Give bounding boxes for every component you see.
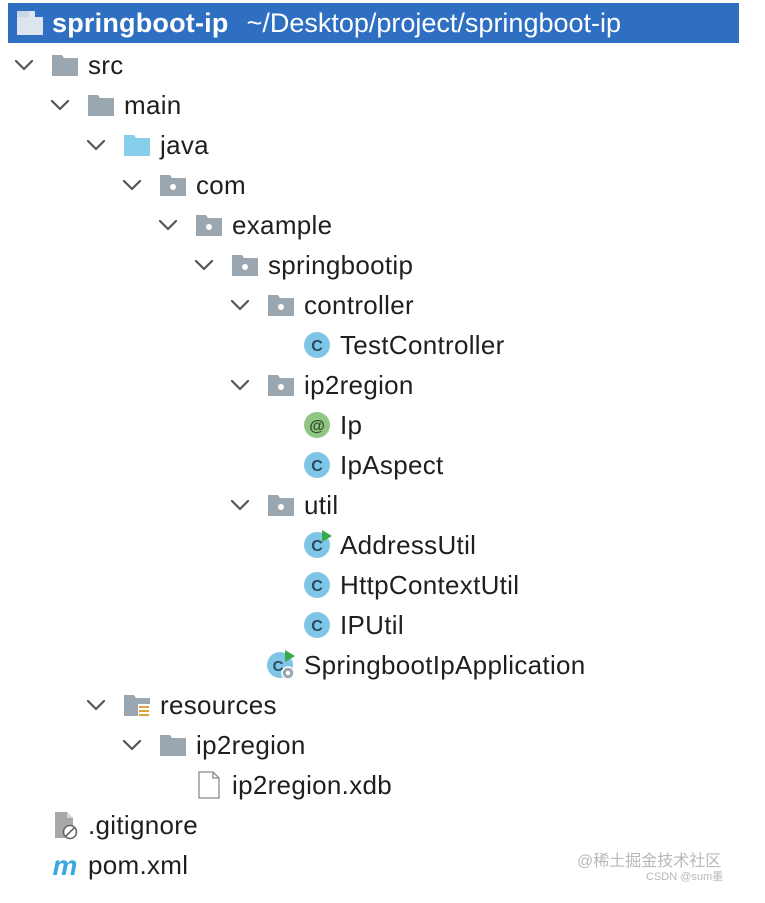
svg-text:C: C: [273, 658, 284, 675]
chevron-down-icon[interactable]: [84, 693, 108, 717]
tree-row[interactable]: C SpringbootIpApplication: [0, 645, 740, 685]
chevron-down-icon[interactable]: [12, 53, 36, 77]
svg-text:C: C: [311, 538, 323, 555]
tree-row[interactable]: controller: [0, 285, 740, 325]
tree-item-label: .gitignore: [88, 810, 198, 840]
tree-row[interactable]: resources: [0, 685, 740, 725]
chevron-down-icon[interactable]: [156, 213, 180, 237]
package-icon: [266, 370, 296, 400]
tree-row[interactable]: src: [0, 45, 740, 85]
tree-row[interactable]: C TestController: [0, 325, 740, 365]
svg-text:C: C: [311, 458, 323, 475]
tree-item-label: util: [304, 490, 339, 520]
class-icon: C: [302, 610, 332, 640]
tree-item-label: IpAspect: [340, 450, 444, 480]
tree-row[interactable]: springbootip: [0, 245, 740, 285]
svg-text:C: C: [311, 338, 323, 355]
tree-item-label: SpringbootIpApplication: [304, 650, 586, 680]
tree-row[interactable]: ip2region: [0, 725, 740, 765]
tree-item-label: com: [196, 170, 247, 200]
maven-icon: m: [50, 850, 80, 881]
package-icon: [230, 250, 260, 280]
tree-row[interactable]: @ Ip: [0, 405, 740, 445]
class-icon: C: [302, 450, 332, 480]
package-icon: [194, 210, 224, 240]
tree-row[interactable]: C HttpContextUtil: [0, 565, 740, 605]
svg-text:@: @: [309, 418, 325, 435]
tree-item-label: IPUtil: [340, 610, 404, 640]
tree-item-label: springbootip: [268, 250, 414, 280]
chevron-down-icon[interactable]: [120, 733, 144, 757]
chevron-down-icon[interactable]: [228, 493, 252, 517]
source-folder-icon: [122, 130, 152, 160]
tree-row[interactable]: main: [0, 85, 740, 125]
package-icon: [158, 170, 188, 200]
tree-item-label: ip2region: [304, 370, 414, 400]
runnable-class-icon: C: [302, 530, 332, 560]
tree-item-label: ip2region.xdb: [232, 770, 393, 800]
tree-row[interactable]: C IpAspect: [0, 445, 740, 485]
folder-icon: [50, 50, 80, 80]
spring-boot-application-icon: C: [266, 650, 296, 680]
project-path: ~/Desktop/project/springboot-ip: [246, 7, 622, 38]
tree-row[interactable]: .gitignore: [0, 805, 740, 845]
chevron-down-icon[interactable]: [228, 293, 252, 317]
tree-item-label: pom.xml: [88, 850, 189, 880]
chevron-down-icon[interactable]: [84, 133, 108, 157]
tree-row[interactable]: util: [0, 485, 740, 525]
tree-item-label: java: [160, 130, 209, 160]
project-name: springboot-ip: [52, 7, 229, 38]
project-header[interactable]: springboot-ip ~/Desktop/project/springbo…: [8, 3, 739, 43]
tree-item-label: AddressUtil: [340, 530, 477, 560]
tree-item-label: src: [88, 50, 124, 80]
chevron-down-icon[interactable]: [192, 253, 216, 277]
tree-row[interactable]: example: [0, 205, 740, 245]
svg-text:C: C: [311, 578, 323, 595]
class-icon: C: [302, 570, 332, 600]
ignored-file-icon: [50, 810, 80, 840]
file-icon: [194, 770, 224, 800]
tree-row[interactable]: C IPUtil: [0, 605, 740, 645]
tree-item-label: Ip: [340, 410, 363, 440]
tree-row[interactable]: ip2region: [0, 365, 740, 405]
annotation-icon: @: [302, 410, 332, 440]
tree-item-label: controller: [304, 290, 414, 320]
class-icon: C: [302, 330, 332, 360]
svg-text:m: m: [53, 850, 78, 880]
package-icon: [266, 490, 296, 520]
tree-item-label: HttpContextUtil: [340, 570, 520, 600]
folder-icon: [158, 730, 188, 760]
folder-icon: [86, 90, 116, 120]
package-icon: [266, 290, 296, 320]
tree-row[interactable]: com: [0, 165, 740, 205]
tree-item-label: TestController: [340, 330, 505, 360]
chevron-down-icon[interactable]: [228, 373, 252, 397]
svg-text:C: C: [311, 618, 323, 635]
tree-row[interactable]: C AddressUtil: [0, 525, 740, 565]
tree-item-label: resources: [160, 690, 277, 720]
tree-row[interactable]: m pom.xml: [0, 845, 740, 885]
watermark-csdn: CSDN @sum墨: [646, 871, 724, 883]
project-folder-icon: [16, 9, 44, 37]
chevron-down-icon[interactable]: [120, 173, 144, 197]
chevron-down-icon[interactable]: [48, 93, 72, 117]
tree-item-label: example: [232, 210, 333, 240]
tree-row[interactable]: ip2region.xdb: [0, 765, 740, 805]
watermark-juejin: @稀土掘金技术社区: [577, 853, 722, 870]
tree-row[interactable]: java: [0, 125, 740, 165]
resources-folder-icon: [122, 690, 152, 720]
tree-item-label: ip2region: [196, 730, 306, 760]
tree-item-label: main: [124, 90, 182, 120]
